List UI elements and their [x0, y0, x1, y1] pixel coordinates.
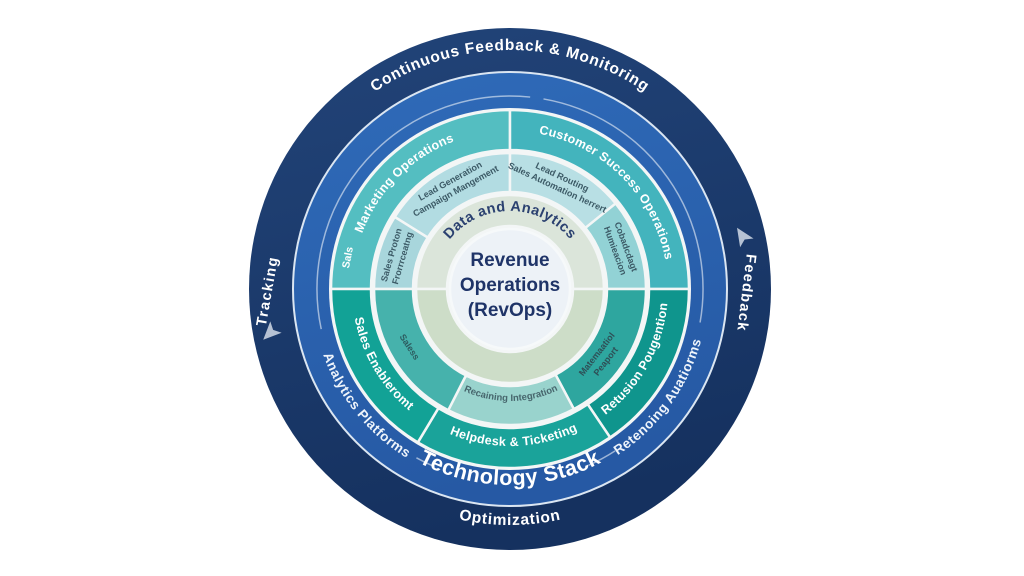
outer-label-bottom-label: Optimization [458, 507, 562, 529]
core-title-line: (RevOps) [468, 300, 552, 321]
thin-arc [543, 98, 704, 323]
tracking-arrow-icon [263, 321, 282, 340]
core-title-line: Operations [460, 275, 560, 296]
data-ring-bottom [414, 287, 606, 385]
segment-saless [372, 287, 468, 412]
data-ring-top [414, 193, 606, 291]
segment-sales-enablement [329, 287, 440, 444]
thin-arc [416, 457, 435, 468]
core-circle [448, 227, 572, 351]
feedback-arrow-icon [737, 227, 754, 248]
segment-extra-label: Sals [340, 246, 356, 270]
segment-sales-proton [372, 215, 429, 291]
thin-arc [588, 450, 616, 466]
core-title-line: Revenue [470, 250, 549, 271]
thin-arc [316, 95, 531, 330]
segment-extra-marketing-operations: Sals [340, 246, 356, 270]
outer-label-bottom: Optimization [458, 507, 562, 529]
